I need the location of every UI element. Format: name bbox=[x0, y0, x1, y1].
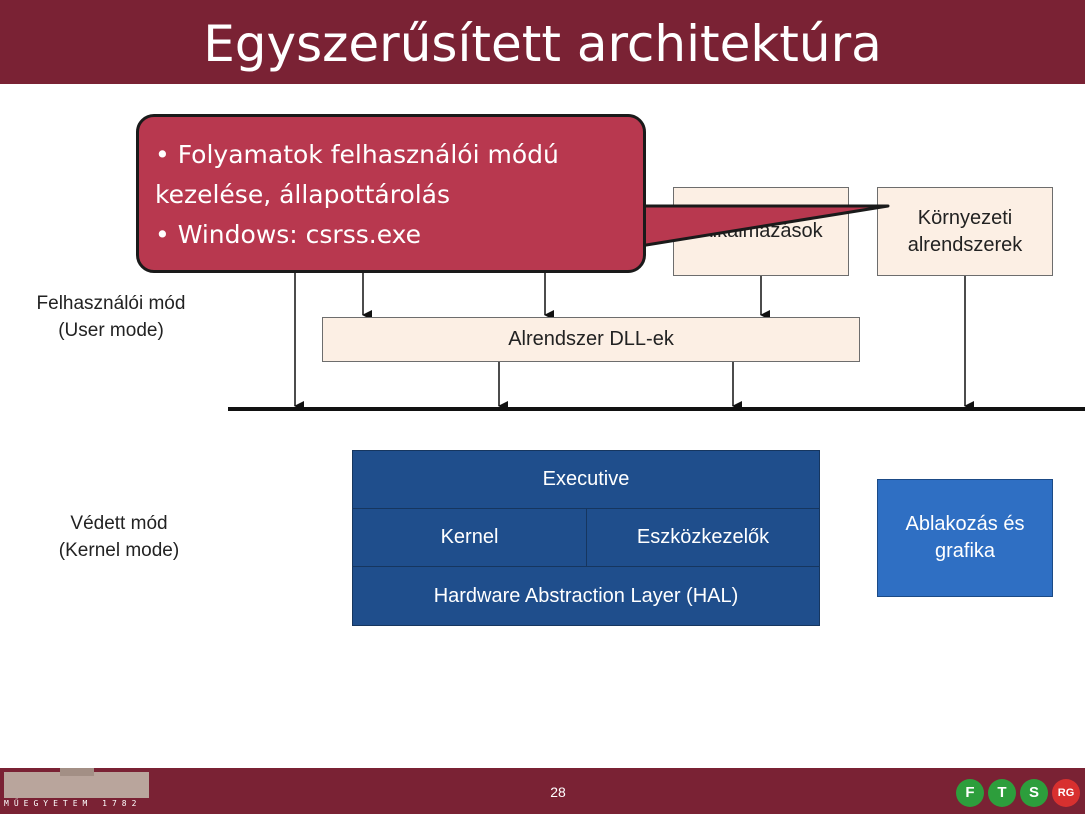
slide-title: Egyszerűsített architektúra bbox=[203, 15, 882, 73]
logo-badge-t: T bbox=[988, 779, 1016, 807]
logo-badge-f: F bbox=[956, 779, 984, 807]
callout-line-1: • Folyamatok felhasználói módú bbox=[155, 140, 559, 169]
environment-subsystems-box: Környezeti alrendszerek bbox=[877, 187, 1053, 276]
page-number: 28 bbox=[550, 784, 566, 800]
logo-badge-rg: RG bbox=[1052, 779, 1080, 807]
university-logo-text: MŰEGYETEM 1782 bbox=[4, 799, 142, 808]
building-icon bbox=[4, 768, 149, 798]
kernel-box: Kernel bbox=[352, 508, 587, 567]
title-bar bbox=[0, 0, 1085, 84]
kernel-mode-label: Védett mód (Kernel mode) bbox=[58, 513, 180, 561]
footer-bar bbox=[0, 768, 1085, 814]
hal-box: Hardware Abstraction Layer (HAL) bbox=[352, 566, 820, 626]
subsystem-dll-box: Alrendszer DLL-ek bbox=[322, 317, 860, 362]
callout-box: • Folyamatok felhasználói módú kezelése,… bbox=[136, 114, 646, 273]
user-mode-label: Felhasználói mód (User mode) bbox=[36, 293, 186, 341]
university-logo: MŰEGYETEM 1782 bbox=[4, 768, 149, 810]
callout-line-2: kezelése, állapottárolás bbox=[155, 180, 451, 209]
logo-badge-s: S bbox=[1020, 779, 1048, 807]
executive-box: Executive bbox=[352, 450, 820, 509]
department-logo: F T S RG bbox=[954, 776, 1082, 810]
callout-line-3: • Windows: csrss.exe bbox=[155, 220, 422, 249]
windowing-graphics-box: Ablakozás és grafika bbox=[877, 479, 1053, 597]
